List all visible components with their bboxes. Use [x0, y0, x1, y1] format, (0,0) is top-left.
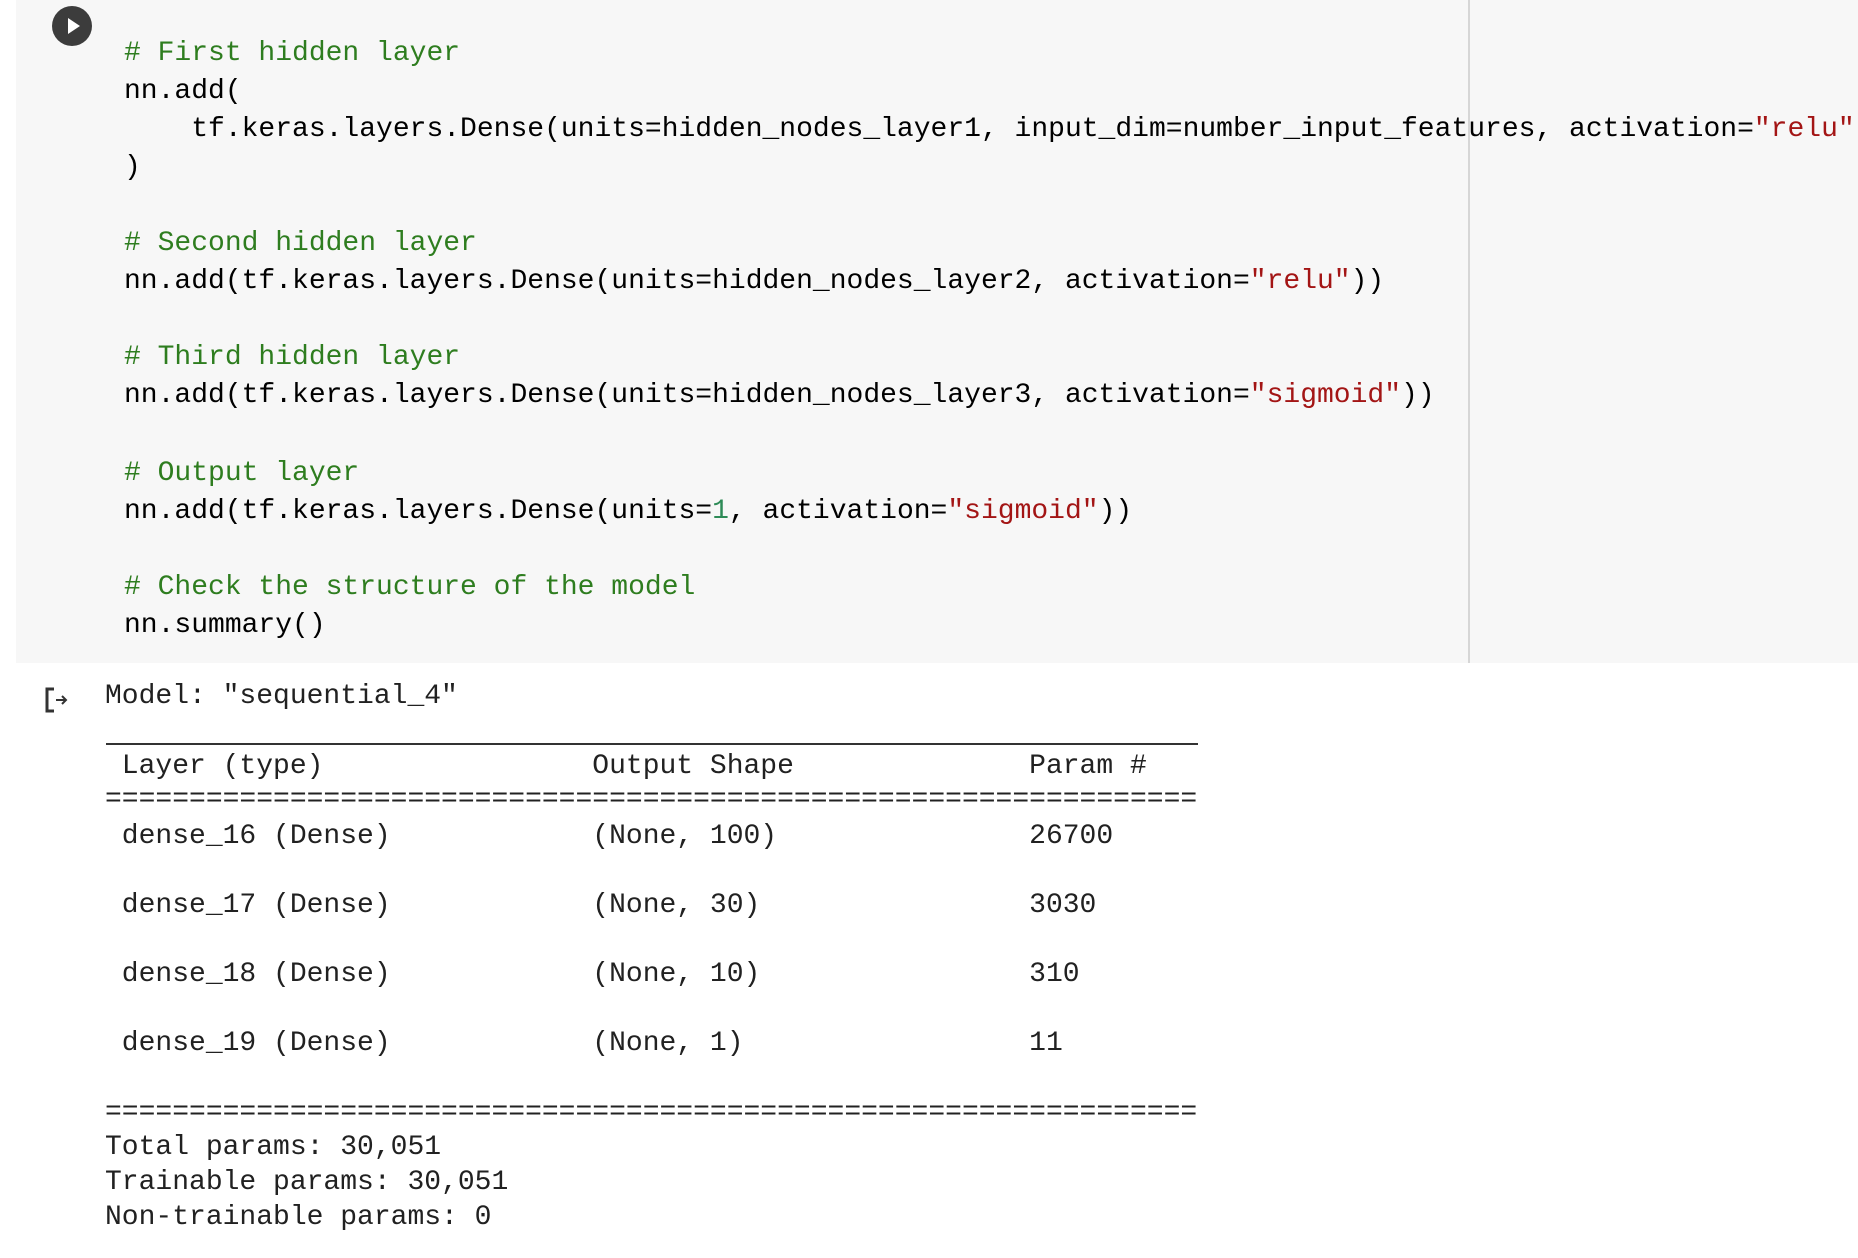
code-line: # Third hidden layer: [124, 341, 460, 375]
code-text: ): [124, 152, 141, 183]
table-separator: ========================================…: [105, 784, 1198, 815]
table-header: Layer (type) Output Shape Param #: [105, 751, 1198, 782]
code-line: # First hidden layer: [124, 37, 460, 71]
code-line: tf.keras.layers.Dense(units=hidden_nodes…: [124, 113, 1858, 147]
code-text: )): [1350, 266, 1385, 297]
code-comment: # Output layer: [124, 458, 360, 489]
code-string: "sigmoid": [1249, 380, 1402, 411]
code-line: ): [124, 151, 141, 185]
code-text: tf.keras.layers.Dense(units=hidden_nodes…: [124, 114, 1754, 145]
non-trainable-params: Non-trainable params: 0: [105, 1202, 492, 1233]
code-comment: # Third hidden layer: [124, 342, 461, 373]
code-string: "relu": [1249, 266, 1351, 297]
code-string: "sigmoid": [947, 496, 1099, 527]
total-params: Total params: 30,051: [105, 1132, 442, 1163]
output-arrow-icon[interactable]: [44, 686, 70, 714]
code-line: nn.add(tf.keras.layers.Dense(units=hidde…: [124, 265, 1384, 299]
code-text: )): [1401, 380, 1435, 411]
code-text: nn.add(: [124, 76, 242, 107]
code-comment: # Second hidden layer: [124, 228, 477, 259]
table-top-rule: [106, 743, 1198, 745]
code-text: nn.add(tf.keras.layers.Dense(units=hidde…: [124, 266, 1250, 297]
code-line: nn.add(: [124, 75, 242, 109]
code-line: # Second hidden layer: [124, 227, 477, 261]
table-row: dense_17 (Dense) (None, 30) 3030: [105, 890, 1198, 921]
line-length-ruler: [1468, 0, 1470, 663]
table-row: dense_18 (Dense) (None, 10) 310: [105, 959, 1198, 990]
code-line: nn.add(tf.keras.layers.Dense(units=hidde…: [124, 379, 1435, 413]
code-line: nn.summary(): [124, 609, 326, 643]
code-line: nn.add(tf.keras.layers.Dense(units=1, ac…: [124, 495, 1132, 529]
trainable-params: Trainable params: 30,051: [105, 1167, 509, 1198]
code-text: ): [1855, 114, 1858, 145]
code-text: nn.add(tf.keras.layers.Dense(units=hidde…: [124, 380, 1250, 411]
code-line: # Output layer: [124, 457, 359, 491]
table-separator-bottom: ========================================…: [105, 1097, 1198, 1128]
table-row: dense_16 (Dense) (None, 100) 26700: [105, 821, 1198, 852]
play-icon[interactable]: [52, 6, 92, 46]
code-line: # Check the structure of the model: [124, 571, 695, 605]
code-number: 1: [712, 496, 729, 527]
code-comment: # First hidden layer: [124, 38, 461, 69]
code-text: nn.summary(): [124, 610, 326, 641]
code-text: nn.add(tf.keras.layers.Dense(units=: [124, 496, 713, 527]
code-string: "relu": [1753, 114, 1855, 145]
code-comment: # Check the structure of the model: [124, 572, 696, 603]
code-cell[interactable]: # First hidden layer nn.add( tf.keras.lay…: [16, 0, 1858, 663]
code-text: )): [1098, 496, 1133, 527]
model-name: Model: "sequential_4": [105, 681, 458, 712]
code-text: , activation=: [728, 496, 948, 527]
table-row: dense_19 (Dense) (None, 1) 11: [105, 1028, 1198, 1059]
